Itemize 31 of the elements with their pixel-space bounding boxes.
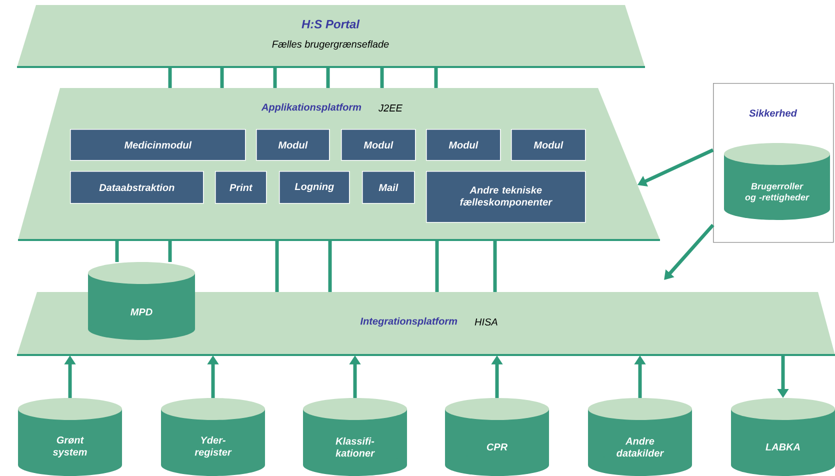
connector-line: [168, 240, 172, 262]
connector-line: [380, 67, 384, 88]
database-cylinder: Klassifi- kationer: [303, 398, 407, 476]
module-box: Logning: [279, 171, 350, 204]
platform-band: H:S Portal Fælles brugergrænseflade: [17, 5, 645, 68]
database-cylinder: CPR: [445, 398, 549, 476]
connector-line: [273, 67, 277, 88]
module-box: Modul: [426, 129, 501, 161]
connector-line: [220, 67, 224, 88]
database-cylinder: Andre datakilder: [588, 398, 692, 476]
module-box: Mail: [362, 171, 415, 204]
module-box: Modul: [341, 129, 416, 161]
connector-line: [326, 67, 330, 88]
connector-line: [493, 240, 497, 292]
module-box: Medicinmodul: [70, 129, 246, 161]
module-box: Modul: [256, 129, 330, 161]
database-cylinder: LABKA: [731, 398, 835, 476]
connector-line: [328, 240, 332, 292]
module-box: Dataabstraktion: [70, 171, 204, 204]
database-cylinder: Brugerroller og -rettigheder: [724, 143, 830, 220]
connector-line: [115, 240, 119, 262]
connector-line: [168, 67, 172, 88]
connector-line: [435, 240, 439, 292]
module-box: Modul: [511, 129, 586, 161]
connector-line: [275, 240, 279, 292]
database-cylinder: MPD: [88, 262, 195, 340]
database-cylinder: Grønt system: [18, 398, 122, 476]
database-cylinder: Yder- register: [161, 398, 265, 476]
module-box: Print: [215, 171, 267, 204]
module-box: Andre tekniske fælleskomponenter: [426, 171, 586, 223]
connector-line: [434, 67, 438, 88]
